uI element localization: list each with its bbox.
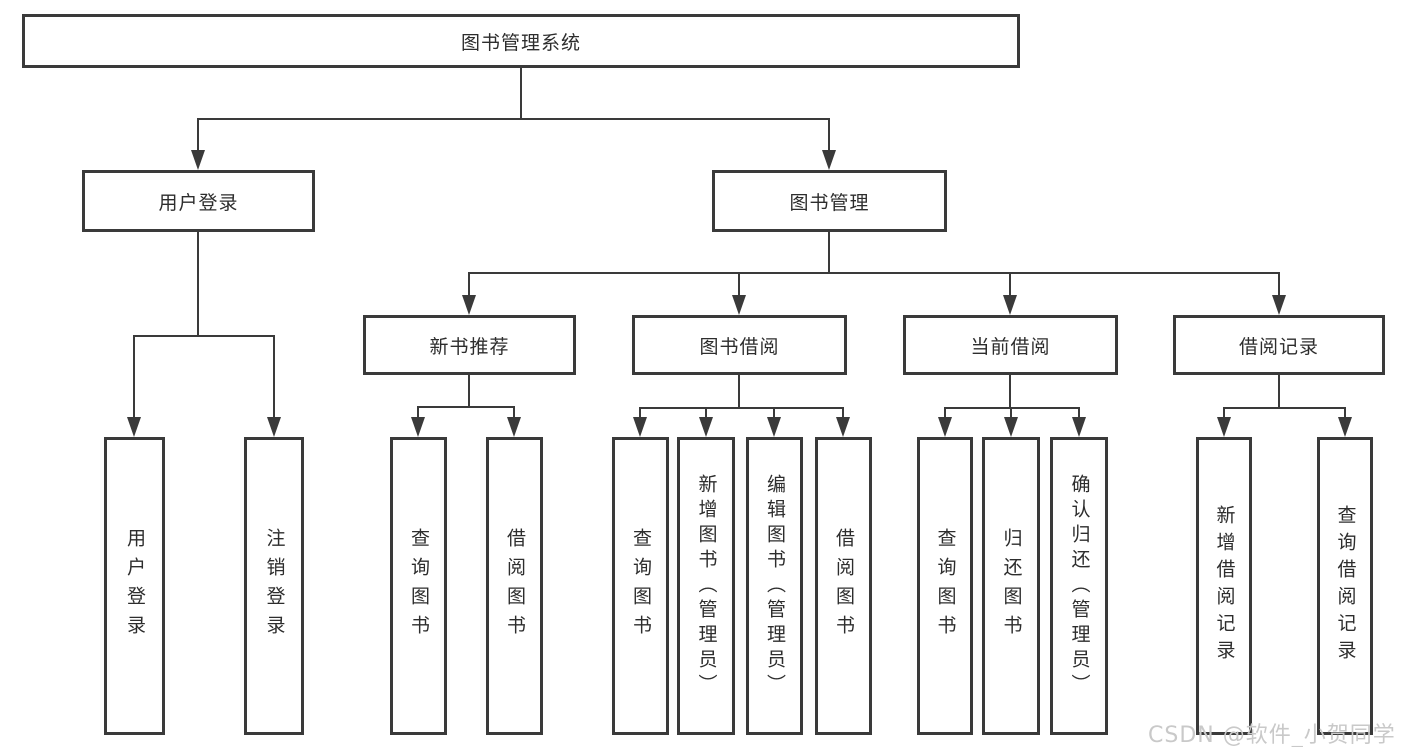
leaf-borrow-books-label: 借阅图书 (833, 528, 855, 644)
node-user-login: 用户登录 (82, 170, 315, 232)
leaf-add-borrow-record-label: 新增借阅记录 (1213, 505, 1236, 667)
connector-borrow-records-stem (1278, 375, 1280, 409)
node-root-label: 图书管理系统 (460, 31, 581, 54)
arrow-down-icon (1272, 295, 1286, 315)
arrow-down-icon (938, 417, 952, 437)
leaf-borrow-books: 借阅图书 (815, 437, 872, 735)
connector-drop-current-borrow (1009, 272, 1011, 299)
leaf-user-login-label: 用户登录 (124, 528, 146, 644)
arrow-down-icon (1217, 417, 1231, 437)
arrow-down-icon (411, 417, 425, 437)
leaf-query-books-recommend: 查询图书 (390, 437, 447, 735)
leaf-logout: 注销登录 (244, 437, 304, 735)
leaf-user-login: 用户登录 (104, 437, 165, 735)
leaf-add-book-admin-label: 新增图书（管理员） (695, 473, 718, 699)
connector-drop-leaf (1223, 407, 1225, 421)
connector-root-bar (198, 118, 830, 120)
connector-drop-leaf (705, 407, 707, 421)
connector-root-stem (520, 68, 522, 118)
node-book-management: 图书管理 (712, 170, 947, 232)
connector-drop-leaf (842, 407, 844, 421)
leaf-query-books-current-label: 查询图书 (934, 528, 957, 644)
csdn-watermark: CSDN @软件_小贺同学 (1148, 723, 1396, 747)
leaf-return-books-label: 归还图书 (1000, 528, 1023, 644)
node-current-borrow: 当前借阅 (903, 315, 1118, 375)
leaf-edit-book-admin: 编辑图书（管理员） (746, 437, 803, 735)
leaf-query-books-recommend-label: 查询图书 (408, 528, 430, 644)
leaf-query-books-borrow-label: 查询图书 (630, 528, 652, 644)
arrow-down-icon (191, 150, 205, 170)
connector-drop-leaf (773, 407, 775, 421)
connector-drop-user-login (197, 118, 199, 152)
connector-current-borrow-bar (944, 407, 1080, 409)
arrow-down-icon (767, 417, 781, 437)
connector-drop-leaf (513, 406, 515, 421)
connector-drop-book-management (828, 118, 830, 152)
arrow-down-icon (1338, 417, 1352, 437)
connector-book-management-stem (828, 232, 830, 274)
connector-new-book-bar (417, 406, 514, 408)
arrow-down-icon (633, 417, 647, 437)
connector-drop-leaf (1010, 407, 1012, 421)
leaf-confirm-return-admin-label: 确认归还（管理员） (1068, 473, 1091, 699)
connector-new-book-stem (468, 375, 470, 408)
connector-drop-leaf (133, 335, 135, 419)
leaf-confirm-return-admin: 确认归还（管理员） (1050, 437, 1108, 735)
leaf-add-borrow-record: 新增借阅记录 (1196, 437, 1252, 735)
node-book-borrow-label: 图书借阅 (699, 335, 780, 358)
arrow-down-icon (699, 417, 713, 437)
connector-drop-leaf (944, 407, 946, 421)
connector-drop-leaf (639, 407, 641, 421)
node-borrow-records: 借阅记录 (1173, 315, 1385, 375)
arrow-down-icon (267, 417, 281, 437)
leaf-edit-book-admin-label: 编辑图书（管理员） (764, 473, 786, 699)
connector-borrow-records-bar (1223, 407, 1346, 409)
connector-drop-leaf (417, 406, 419, 421)
node-new-book-recommend: 新书推荐 (363, 315, 576, 375)
leaf-query-books-borrow: 查询图书 (612, 437, 669, 735)
node-book-borrow: 图书借阅 (632, 315, 847, 375)
connector-current-borrow-stem (1009, 375, 1011, 409)
node-current-borrow-label: 当前借阅 (970, 335, 1051, 358)
arrow-down-icon (822, 150, 836, 170)
connector-drop-borrow-records (1278, 272, 1280, 299)
connector-book-management-bar (468, 272, 1279, 274)
leaf-add-book-admin: 新增图书（管理员） (677, 437, 735, 735)
arrow-down-icon (1003, 295, 1017, 315)
node-root: 图书管理系统 (22, 14, 1020, 68)
node-book-management-label: 图书管理 (789, 191, 870, 214)
connector-drop-leaf (1078, 407, 1080, 421)
arrow-down-icon (127, 417, 141, 437)
node-borrow-records-label: 借阅记录 (1238, 335, 1319, 358)
leaf-query-borrow-record: 查询借阅记录 (1317, 437, 1373, 735)
node-user-login-label: 用户登录 (158, 191, 239, 214)
arrow-down-icon (462, 295, 476, 315)
connector-book-borrow-stem (738, 375, 740, 409)
leaf-logout-label: 注销登录 (263, 528, 286, 644)
arrow-down-icon (1072, 417, 1086, 437)
connector-drop-leaf (1344, 407, 1346, 421)
leaf-query-borrow-record-label: 查询借阅记录 (1334, 505, 1357, 667)
connector-book-borrow-bar (639, 407, 844, 409)
connector-drop-new-book-recommend (468, 272, 470, 299)
connector-drop-book-borrow (738, 272, 740, 299)
leaf-query-books-current: 查询图书 (917, 437, 973, 735)
arrow-down-icon (1004, 417, 1018, 437)
connector-user-login-bar (133, 335, 274, 337)
arrow-down-icon (732, 295, 746, 315)
arrow-down-icon (507, 417, 521, 437)
connector-user-login-stem (197, 232, 199, 336)
arrow-down-icon (836, 417, 850, 437)
leaf-borrow-books-recommend: 借阅图书 (486, 437, 543, 735)
leaf-borrow-books-recommend-label: 借阅图书 (504, 528, 526, 644)
connector-drop-leaf (273, 335, 275, 419)
node-new-book-recommend-label: 新书推荐 (429, 335, 510, 358)
leaf-return-books: 归还图书 (982, 437, 1040, 735)
